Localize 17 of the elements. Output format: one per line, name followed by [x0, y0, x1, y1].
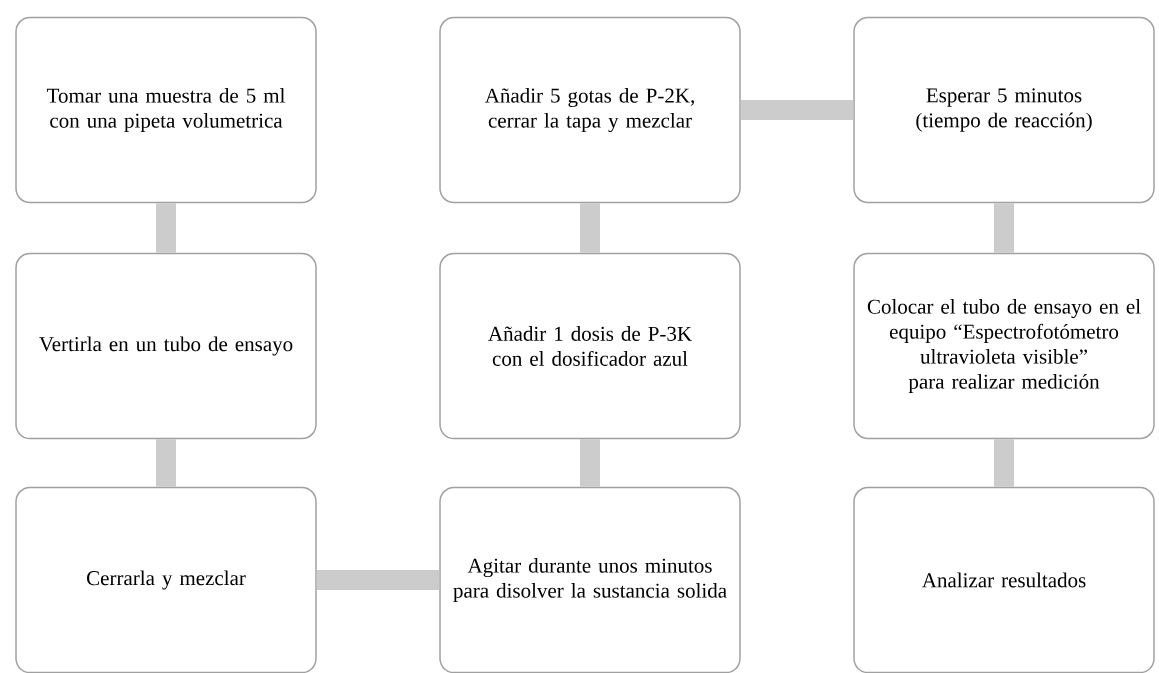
- process-box: Analizar resultados: [853, 486, 1155, 673]
- process-box: Cerrarla y mezclar: [15, 486, 317, 673]
- process-box: Colocar el tubo de ensayo en el equipo “Espectrofotómetro ultravioleta visible” para realizar medición: [853, 252, 1155, 440]
- process-box: Añadir 1 dosis de P-3K con el dosificador azul: [439, 252, 741, 440]
- connector-bar: [580, 439, 600, 487]
- connector-bar: [580, 203, 600, 253]
- process-box: Esperar 5 minutos (tiempo de reacción): [853, 16, 1155, 204]
- connector-bar: [994, 439, 1014, 487]
- connector-bar: [316, 570, 440, 590]
- process-box: Agitar durante unos minutos para disolver la sustancia solida: [439, 486, 741, 673]
- connector-bar: [740, 100, 854, 120]
- process-box: Tomar una muestra de 5 ml con una pipeta volumetrica: [15, 16, 317, 204]
- connector-bar: [156, 439, 176, 487]
- connector-bar: [156, 203, 176, 253]
- process-box: Vertirla en un tubo de ensayo: [15, 252, 317, 440]
- connector-bar: [994, 203, 1014, 253]
- process-box: Añadir 5 gotas de P-2K, cerrar la tapa y mezclar: [439, 16, 741, 204]
